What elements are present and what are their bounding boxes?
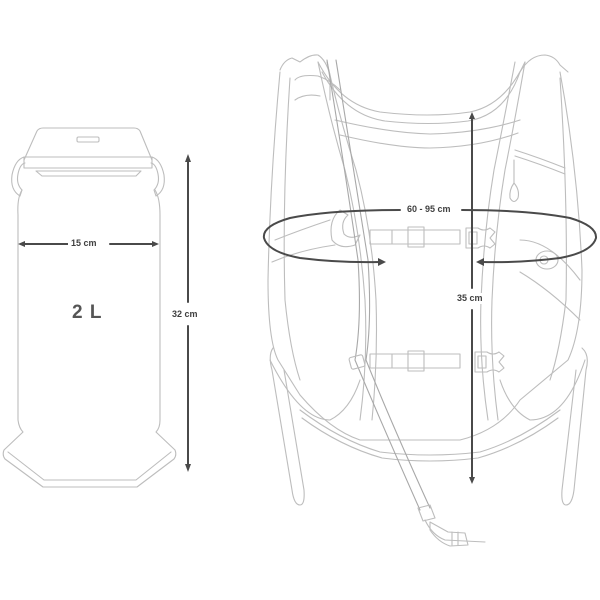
- vest-chest-pocket-top: [514, 149, 566, 169]
- vest-left-panel-line: [283, 77, 301, 381]
- reservoir-width-label: 15 cm: [68, 238, 100, 249]
- buckle-lower-icon: [474, 351, 505, 373]
- vest-right-strap-inner: [480, 61, 516, 421]
- reservoir-height-dimension: [185, 154, 191, 472]
- vest-left-pocket-line: [274, 219, 331, 241]
- vest-right-shoulder: [519, 54, 569, 73]
- bite-valve-elbow: [424, 519, 486, 543]
- vest-circumference-dimension: [262, 209, 597, 266]
- reservoir-height-label: 32 cm: [169, 309, 201, 320]
- vest-left-shoulder: [279, 54, 331, 101]
- hose-clip-icon: [330, 209, 361, 248]
- vest-neckline-outer: [317, 61, 526, 116]
- vest-left-strap-outer: [317, 61, 367, 421]
- vest-right-strap-outer: [491, 61, 526, 421]
- reservoir-closure-bar: [23, 156, 153, 169]
- reservoir-slider: [35, 170, 142, 177]
- sternum-strap-lower-keeper: [407, 350, 425, 372]
- reservoir-right-clip: [150, 156, 165, 197]
- right-bungee-loop: [561, 347, 588, 506]
- vest-height-dimension: [469, 112, 475, 484]
- reservoir-hanger-slot: [76, 136, 100, 143]
- sternum-strap-lower: [369, 353, 461, 369]
- reservoir-top-cap: [23, 127, 153, 161]
- sternum-strap-upper: [369, 229, 461, 245]
- tube-clip-icon: [348, 354, 366, 370]
- vest-left-shoulder-seam: [294, 74, 341, 91]
- drink-tube-inner: [335, 59, 431, 509]
- vest-right-pocket-bottom: [519, 271, 581, 321]
- bite-valve-collar: [417, 504, 436, 522]
- vest-neckline-inner: [321, 71, 521, 125]
- vest-right-panel-line: [549, 77, 567, 381]
- vest-right-pocket-top: [519, 239, 581, 281]
- reservoir-capacity-label: 2 L: [72, 302, 103, 323]
- reservoir-body: [2, 189, 177, 488]
- reservoir-bottom-seam: [7, 451, 172, 481]
- reservoir-drawing: [2, 127, 177, 488]
- vest-circumference-label: 60 - 95 cm: [404, 204, 454, 215]
- vest-right-side-curve: [499, 359, 586, 421]
- vest-height-label: 35 cm: [454, 293, 486, 304]
- vest-bottom-hem-outer: [299, 409, 561, 456]
- vest-back-seam-2: [339, 132, 519, 149]
- vest-left-side-curve: [269, 359, 361, 421]
- buckle-upper-icon: [465, 227, 496, 249]
- left-bungee-loop: [269, 347, 305, 506]
- reservoir-left-clip: [11, 156, 26, 197]
- drink-tube-outer: [326, 59, 421, 511]
- vest-drawing: [267, 54, 588, 547]
- vest-outer-body: [267, 71, 583, 441]
- vest-left-shoulder-seam-2: [294, 94, 321, 101]
- vest-left-pocket-line-2: [271, 244, 336, 263]
- vest-left-strap-inner: [326, 61, 378, 421]
- bite-valve-icon: [429, 521, 469, 547]
- reservoir-width-dimension: [18, 241, 159, 247]
- sternum-strap-upper-keeper: [407, 226, 425, 248]
- vest-back-seam-1: [334, 119, 521, 135]
- vest-chest-pocket-top-2: [514, 155, 566, 175]
- vest-bottom-hem-inner: [301, 417, 559, 462]
- zipper-pull-icon: [509, 182, 520, 203]
